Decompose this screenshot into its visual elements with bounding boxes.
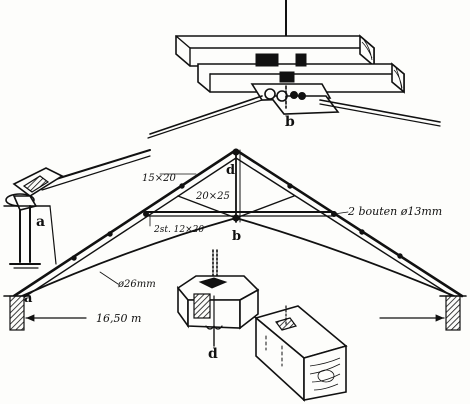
truss-bolts — [71, 148, 403, 261]
detail-b-rods — [147, 95, 441, 139]
node-a-label: a — [24, 291, 33, 306]
rod-dim-label: ø26mm — [117, 279, 156, 290]
detail-b-label: b — [285, 114, 295, 130]
node-b-label: b — [232, 229, 241, 244]
strut-dim-label: 2st. 12×20 — [153, 225, 204, 235]
rafter-dim-label: 15×20 — [142, 173, 176, 184]
detail-d-label: d — [208, 346, 218, 362]
left-support — [3, 295, 31, 331]
detail-a-label: a — [36, 214, 45, 230]
collar-dim-label: 20×25 — [195, 191, 230, 202]
right-support — [439, 295, 467, 331]
detail-b-beams — [175, 0, 405, 115]
truss-tension-rod — [21, 217, 455, 297]
truss-rafters — [12, 148, 464, 301]
detail-a-shoe — [3, 149, 151, 269]
detail-d-post — [254, 305, 348, 402]
node-d-label: d — [226, 163, 235, 178]
detail-d-casting — [176, 249, 260, 347]
bolts-label: 2 bouten ø13mm — [347, 205, 442, 218]
span-label: 16,50 m — [96, 312, 141, 325]
